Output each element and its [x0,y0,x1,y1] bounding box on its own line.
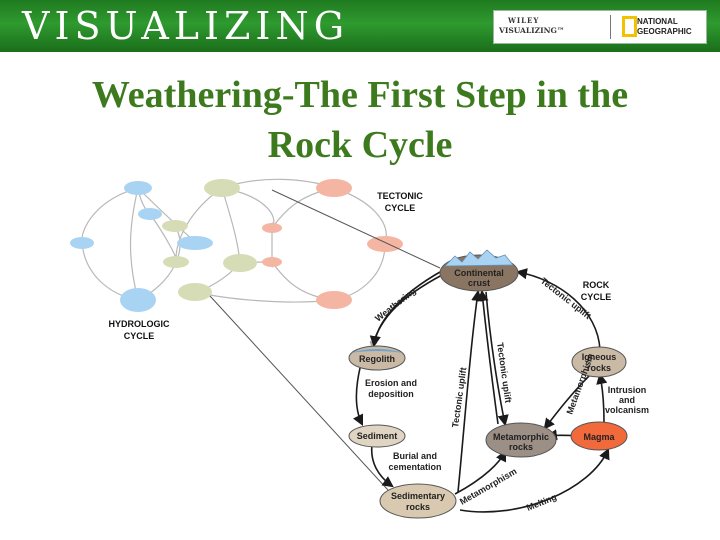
tectonic-uplift-left-arrow [457,289,483,493]
tectonic-uplift-mid-label: Tectonic uplift [495,342,513,404]
zoom-connectors [209,189,441,491]
tectonic-uplift-mid-return [477,289,499,425]
weathering-label: Weathering [373,286,418,324]
magma-node: Magma [570,421,628,451]
metamorphism-upper-arrow [543,374,591,430]
svg-text:Magma: Magma [583,432,615,442]
slide-title: Weathering-The First Step in the Rock Cy… [0,70,720,170]
visualizing-logo-text: VISUALIZING™ [499,26,565,35]
regolith-node: Regolith [348,345,406,371]
rock-cycle-arrows [352,268,610,513]
slide-title-line-1: Weathering-The First Step in the [91,74,629,116]
wiley-logo-text: WILEY [508,16,540,25]
national-geographic-icon [622,16,637,37]
svg-text:Regolith: Regolith [359,354,395,364]
weathering-arc [369,271,441,348]
burial-arrow [370,444,394,488]
erosion-arrow [352,367,364,427]
sediment-node: Sediment [348,424,406,448]
melting-label: Melting [525,492,558,513]
banner-title: VISUALIZING [22,4,350,48]
intrusion-arrow [596,372,608,423]
rock-cycle-return-arrow [515,268,601,351]
logo-divider [610,15,611,39]
tectonic-uplift-mid-arrow [485,291,509,427]
melting-arrow [459,447,610,513]
network-nodes [70,179,403,312]
slide-title-line-2: Rock Cycle [267,124,453,166]
svg-text:Sediment: Sediment [357,431,398,441]
cycle-network [78,178,390,303]
tectonic-uplift-left-label: Tectonic uplift [450,367,468,429]
